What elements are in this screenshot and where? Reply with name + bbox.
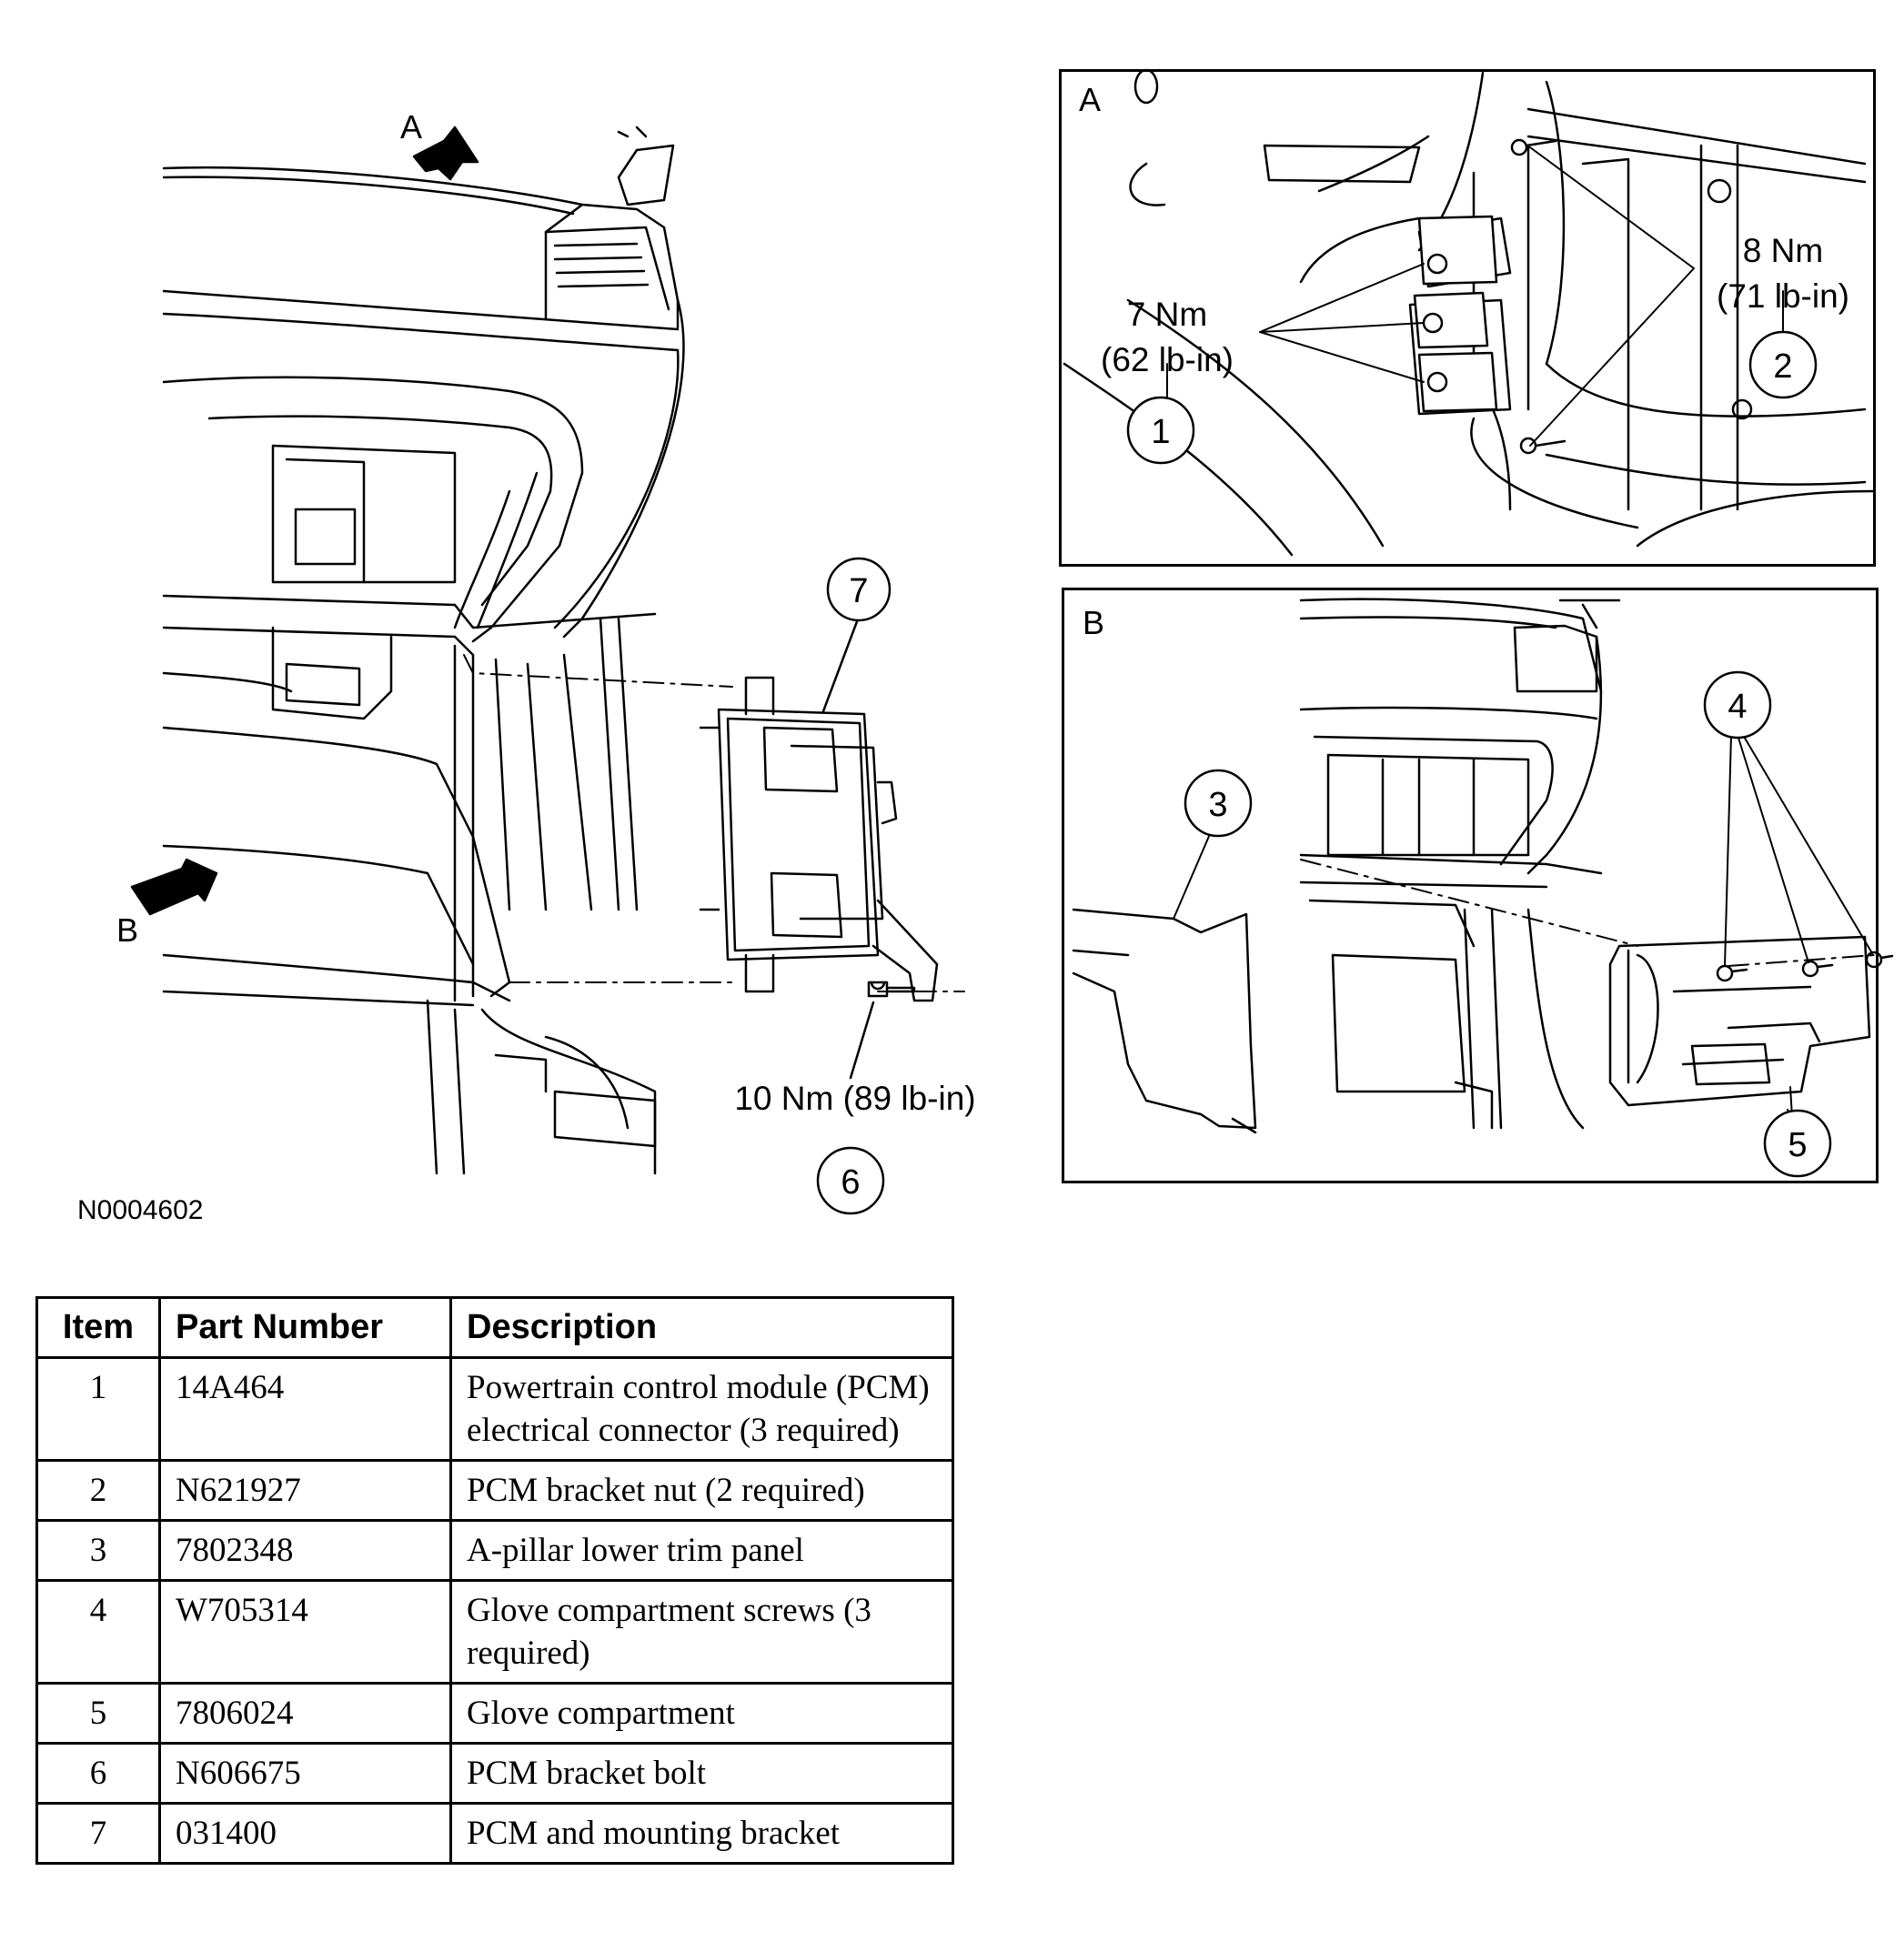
cell-description: PCM bracket nut (2 required) xyxy=(449,1459,954,1522)
figure-ref-code: N0004602 xyxy=(77,1195,203,1225)
view-b-arrow xyxy=(130,858,218,916)
torque-item2-nm: 8 Nm xyxy=(1743,232,1823,269)
callout-circle-4 xyxy=(1703,670,1772,740)
callout-circle-2 xyxy=(1748,330,1818,399)
callout-circle-6 xyxy=(816,1146,885,1215)
callout-number-4: 4 xyxy=(1728,688,1747,726)
cell-part-number: N621927 xyxy=(158,1459,452,1522)
table-row: 1 14A464 Powertrain control module (PCM)… xyxy=(35,1356,954,1462)
pcm-module-drawing xyxy=(699,676,939,1002)
table-header-row: Item Part Number Description xyxy=(35,1296,954,1359)
pcm-bracket-bolt xyxy=(867,981,916,998)
header-item: Item xyxy=(35,1296,161,1359)
callout-circle-5 xyxy=(1763,1109,1832,1178)
callout-number-3: 3 xyxy=(1208,786,1227,824)
cell-item: 7 xyxy=(35,1802,161,1865)
view-label-b-main: B xyxy=(116,911,138,949)
cell-description: PCM and mounting bracket xyxy=(449,1802,954,1865)
cell-description: Powertrain control module (PCM) electric… xyxy=(449,1356,954,1462)
cell-item: 2 xyxy=(35,1459,161,1522)
table-row: 5 7806024 Glove compartment xyxy=(35,1682,954,1745)
view-label-a-main: A xyxy=(400,108,422,146)
header-description: Description xyxy=(449,1296,954,1359)
cell-item: 4 xyxy=(35,1579,161,1685)
table-row: 6 N606675 PCM bracket bolt xyxy=(35,1742,954,1805)
cell-part-number: 031400 xyxy=(158,1802,452,1865)
cell-description: Glove compartment xyxy=(449,1682,954,1745)
pcm-connectors-detail xyxy=(1413,215,1498,413)
table-row: 3 7802348 A-pillar lower trim panel xyxy=(35,1519,954,1582)
cell-item: 6 xyxy=(35,1742,161,1805)
table-row: 4 W705314 Glove compartment screws (3 re… xyxy=(35,1579,954,1685)
cell-description: Glove compartment screws (3 required) xyxy=(449,1579,954,1685)
table-row: 7 031400 PCM and mounting bracket xyxy=(35,1802,954,1865)
torque-item1-lbin: (62 lb-in) xyxy=(1101,341,1234,378)
callout-number-2: 2 xyxy=(1773,347,1792,386)
torque-item2-lbin: (71 lb-in) xyxy=(1717,277,1849,315)
a-pillar-trim-panel-drawing xyxy=(1072,908,1257,1134)
cell-item: 5 xyxy=(35,1682,161,1745)
detail-view-a-frame xyxy=(1059,69,1876,567)
callout-number-5: 5 xyxy=(1788,1126,1807,1164)
view-a-arrow xyxy=(412,126,479,181)
cell-part-number: W705314 xyxy=(158,1579,452,1685)
torque-item1-nm: 7 Nm xyxy=(1127,296,1207,333)
view-label-b-panel: B xyxy=(1083,604,1104,641)
cell-description: A-pillar lower trim panel xyxy=(449,1519,954,1582)
view-label-a-panel: A xyxy=(1079,81,1101,118)
cell-item: 3 xyxy=(35,1519,161,1582)
callout-number-1: 1 xyxy=(1151,413,1170,451)
callout-circle-3 xyxy=(1184,769,1253,838)
cell-part-number: 7802348 xyxy=(158,1519,452,1582)
torque-item6: 10 Nm (89 lb-in) xyxy=(734,1080,975,1117)
cell-item: 1 xyxy=(35,1356,161,1462)
callout-number-6: 6 xyxy=(841,1163,860,1202)
instrument-panel-drawing xyxy=(162,126,685,1175)
parts-table: Item Part Number Description 1 14A464 Po… xyxy=(35,1296,954,1865)
callout-circle-7 xyxy=(826,557,892,622)
cell-part-number: N606675 xyxy=(158,1742,452,1805)
cell-description: PCM bracket bolt xyxy=(449,1742,954,1805)
cell-part-number: 14A464 xyxy=(158,1356,452,1462)
cell-part-number: 7806024 xyxy=(158,1682,452,1745)
callout-number-7: 7 xyxy=(849,572,868,610)
table-row: 2 N621927 PCM bracket nut (2 required) xyxy=(35,1459,954,1522)
header-part-number: Part Number xyxy=(158,1296,452,1359)
callout-circle-1 xyxy=(1126,396,1195,465)
glove-compartment-drawing xyxy=(1608,935,1871,1107)
detail-view-b-frame xyxy=(1062,588,1879,1183)
detail-b-drawing xyxy=(1299,598,1621,1130)
